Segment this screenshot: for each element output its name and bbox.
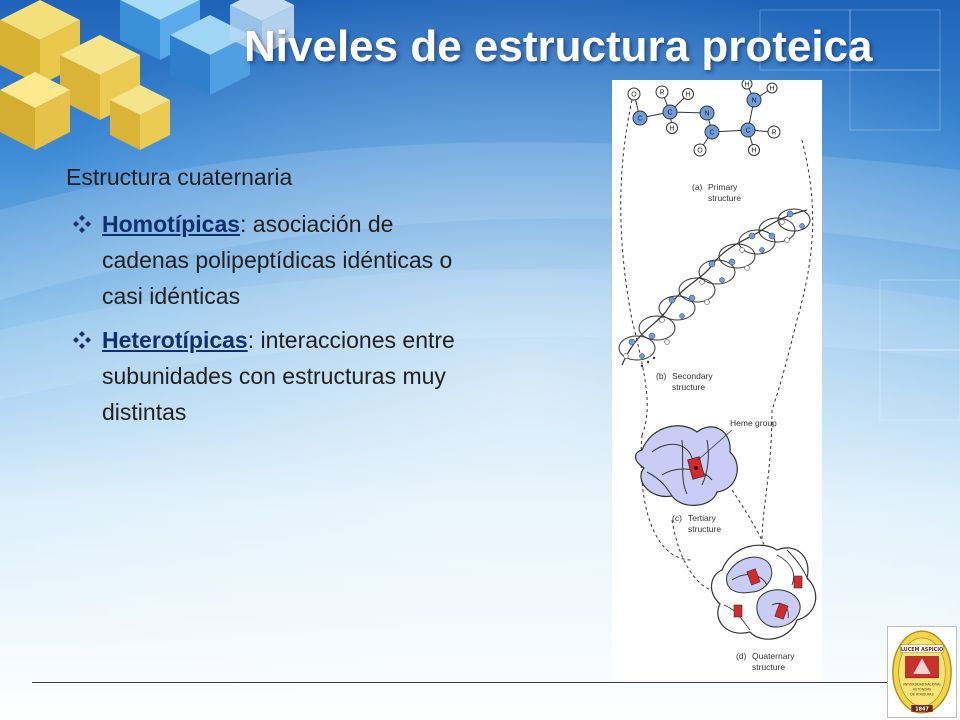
logo-name-line2: AUTÓNOMA	[913, 686, 932, 691]
atom-o: O	[697, 148, 703, 155]
atom-n: N	[751, 98, 756, 105]
quaternary-caption-2: structure	[752, 662, 785, 672]
quaternary-structure: (d) Quaternary structure	[711, 544, 817, 672]
bullet-text: : asociación de cadenas polipeptídicas i…	[102, 211, 453, 309]
logo-motto: LUCEM ASPICIO	[901, 647, 943, 653]
logo-name-line1: UNIVERSIDAD NACIONAL	[903, 683, 942, 687]
bullet-heterotipicas: Heterotípicas: interacciones entre subun…	[66, 322, 466, 430]
atoms: O R C C H H N C O H C	[627, 80, 781, 157]
footer-divider	[32, 682, 887, 683]
bullet-homotipicas: Homotípicas: asociación de cadenas polip…	[66, 206, 466, 314]
secondary-caption-2: structure	[672, 382, 705, 392]
atom-h: H	[669, 126, 674, 133]
tertiary-structure: Heme group (c) Tertiary structure	[634, 418, 777, 534]
tertiary-caption-1: Tertiary	[688, 513, 717, 523]
heme-label: Heme group	[730, 418, 777, 428]
quaternary-caption-1: Quaternary	[752, 651, 795, 661]
secondary-structure: (b) Secondary structure	[618, 208, 811, 392]
atom-r: R	[771, 130, 776, 137]
atom-c: C	[745, 128, 750, 135]
atom-r: R	[659, 90, 664, 97]
primary-caption-1: Primary	[708, 182, 738, 192]
bullet-text: : interacciones entre subunidades con es…	[102, 327, 455, 425]
atom-h: H	[769, 86, 774, 93]
atom-c: C	[667, 110, 672, 117]
four-diamond-icon	[73, 215, 91, 233]
logo-year: 1847	[915, 706, 928, 712]
atom-h: H	[751, 148, 756, 155]
tertiary-label: (c)	[672, 513, 682, 523]
atom-h: H	[685, 92, 690, 99]
atom-n: N	[704, 111, 709, 118]
secondary-label: (b)	[656, 371, 667, 381]
primary-structure: O R C C H H N C O H C	[627, 80, 781, 203]
bullet-term: Homotípicas	[102, 211, 241, 237]
tertiary-caption-2: structure	[688, 524, 721, 534]
atom-h: H	[744, 82, 749, 89]
primary-label: (a)	[692, 182, 703, 192]
protein-structure-figure: O R C C H H N C O H C	[612, 80, 822, 680]
atom-o: O	[631, 92, 637, 99]
four-diamond-icon	[73, 331, 91, 349]
atom-c: C	[637, 116, 642, 123]
section-subtitle: Estructura cuaternaria	[66, 164, 293, 190]
secondary-caption-1: Secondary	[672, 371, 713, 381]
quaternary-label: (d)	[736, 651, 747, 661]
university-logo: LUCEM ASPICIO UNIVERSIDAD NACIONAL AUTÓN…	[887, 626, 957, 718]
primary-caption-2: structure	[708, 193, 741, 203]
bullet-list: Homotípicas: asociación de cadenas polip…	[66, 206, 466, 430]
logo-name-line3: DE HONDURAS	[910, 692, 933, 696]
atom-c: C	[709, 130, 714, 137]
bullet-term: Heterotípicas	[102, 327, 248, 353]
page-title: Niveles de estructura proteica	[244, 22, 873, 71]
slide-content: Estructura cuaternaria Homotípicas: asoc…	[66, 162, 466, 438]
